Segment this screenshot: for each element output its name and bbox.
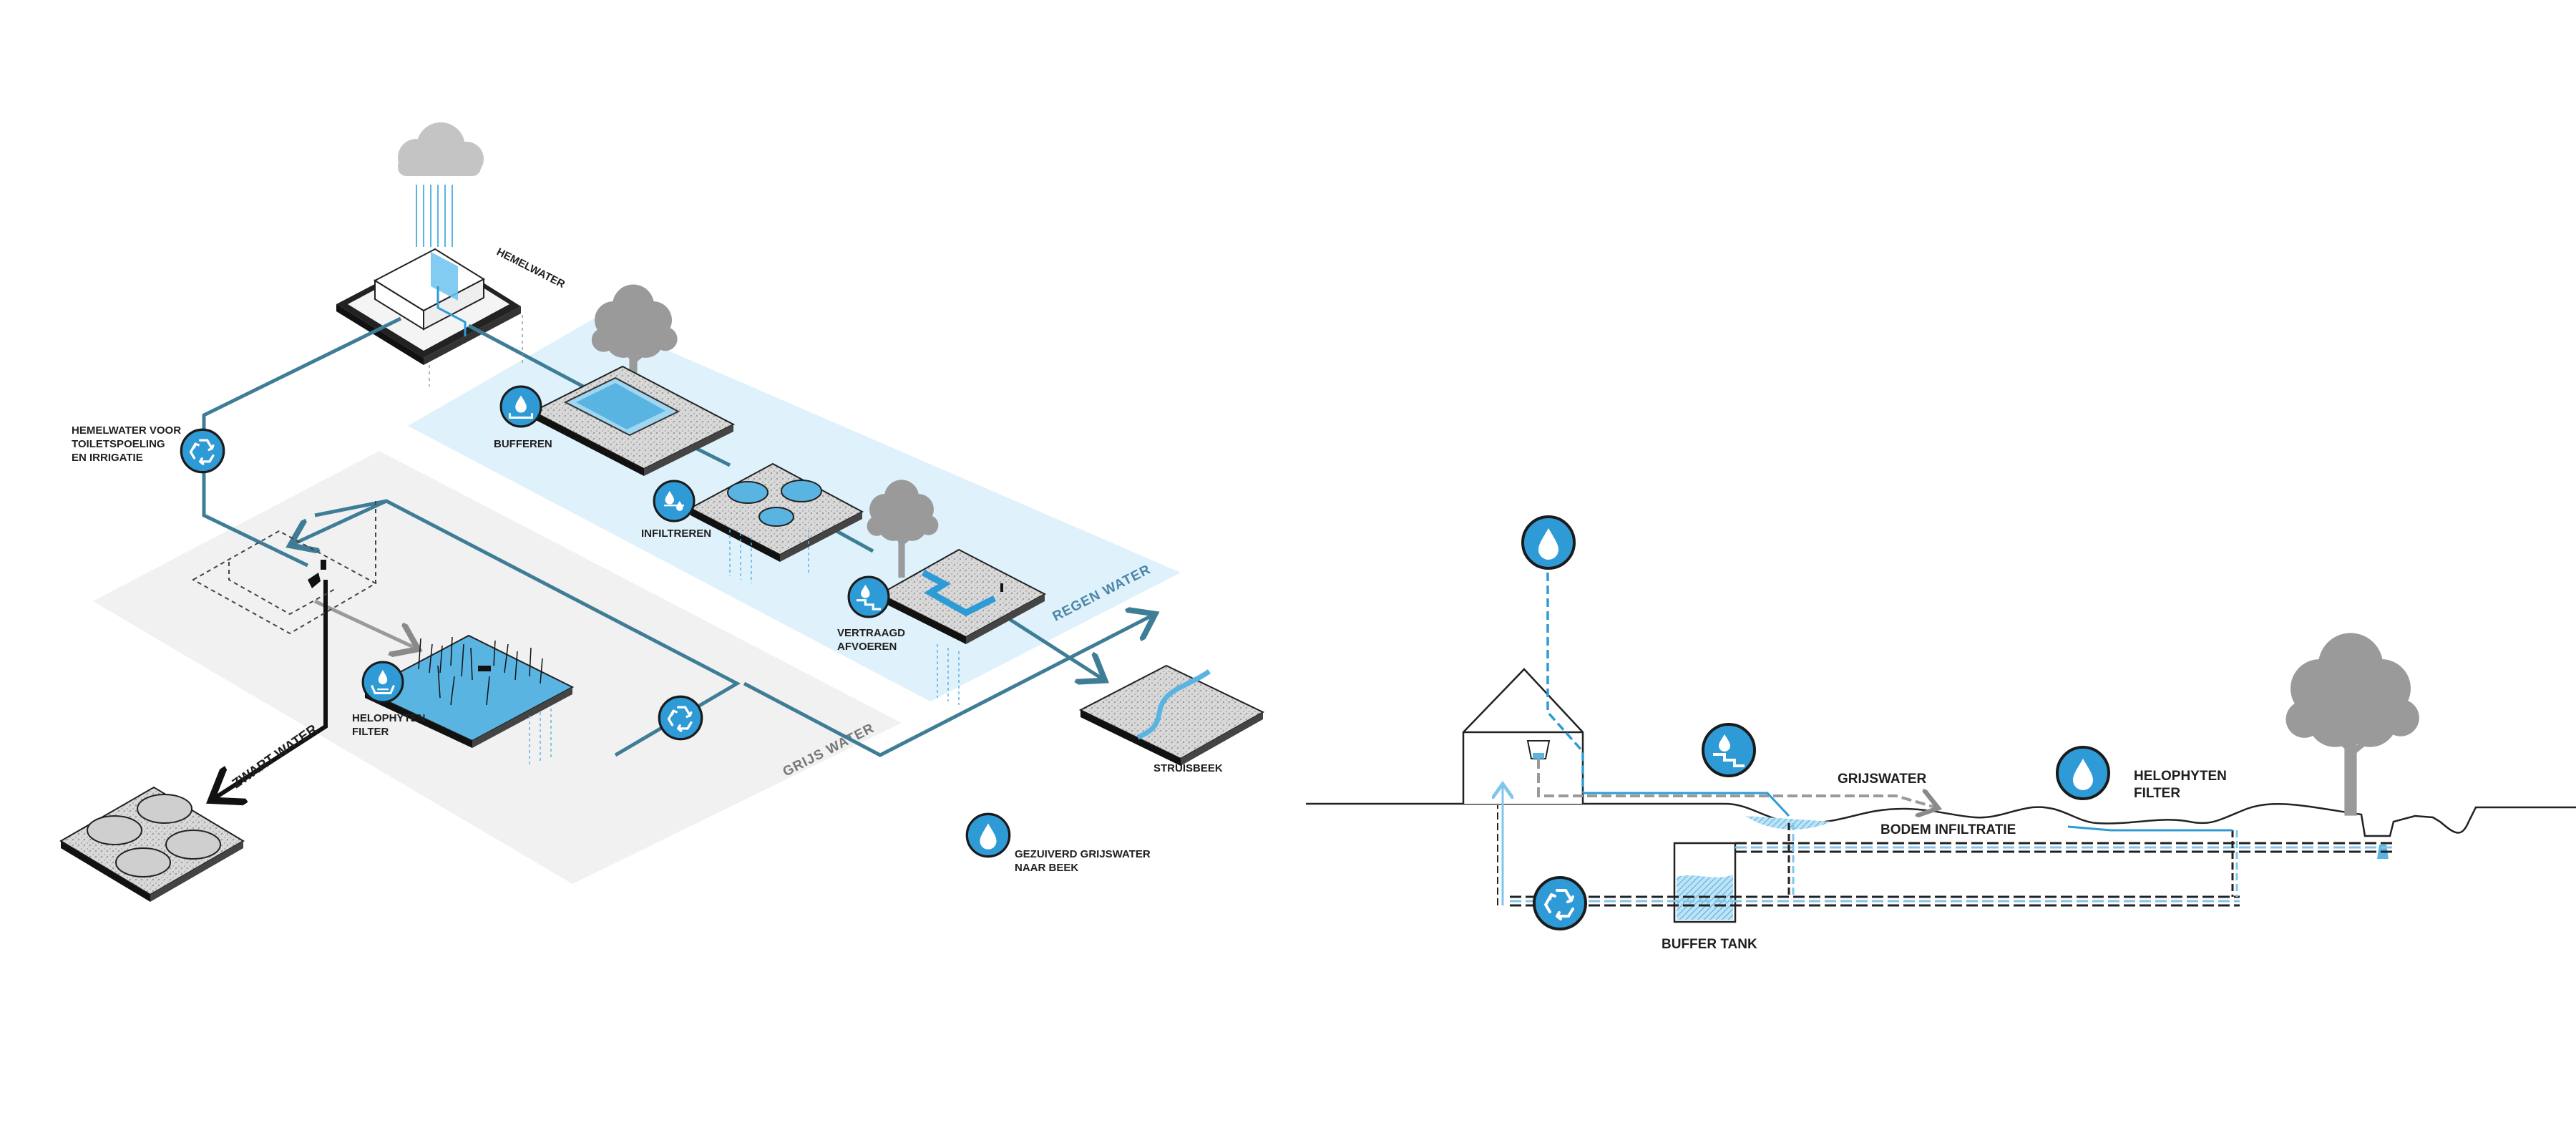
slow-drain-icon	[847, 575, 890, 618]
hemelwater-voor-label-1: HEMELWATER VOOR	[72, 424, 181, 437]
toilet-icon	[308, 560, 326, 588]
tree-icon	[2285, 633, 2419, 816]
hemelwater-voor-label-3: EN IRRIGATIE	[72, 452, 143, 464]
hemelwater-label: HEMELWATER	[494, 245, 567, 291]
hemelwater-voor-label-2: TOILETSPOELING	[72, 438, 165, 450]
buffer-tank-label: BUFFER TANK	[1662, 937, 1757, 952]
filter-icon	[361, 661, 404, 704]
recycle-icon	[658, 695, 703, 741]
house-icon	[1462, 668, 1584, 804]
recycle-icon	[180, 428, 225, 474]
vertraagd-label-1: VERTRAAGD	[837, 627, 905, 639]
helophyten-label-1: HELOPHYTEN	[352, 712, 426, 724]
helophyten-label-1: HELOPHYTEN	[2134, 769, 2227, 784]
infiltreren-label: INFILTREREN	[641, 527, 711, 540]
helophyten-label-2: FILTER	[2134, 786, 2180, 801]
bufferen-label: BUFFEREN	[494, 438, 552, 450]
gezuiverd-label-2: NAAR BEEK	[1015, 862, 1078, 874]
struisbeek-label: STRUISBEEK	[1153, 762, 1223, 774]
house-block	[336, 248, 521, 365]
infiltration-icon	[653, 480, 696, 522]
recycle-icon	[1533, 876, 1587, 930]
house-outline	[191, 501, 378, 635]
rain-cloud-icon	[398, 122, 484, 247]
slow-drain-field	[878, 548, 1047, 705]
buffer-icon	[499, 385, 542, 428]
water-drop-icon	[965, 812, 1011, 858]
zwart-water-label: ZWART WATER	[230, 721, 321, 792]
septic-tanks	[59, 786, 245, 902]
vertraagd-label-2: AFVOEREN	[837, 641, 897, 653]
buffer-tank	[1673, 842, 1737, 923]
helophyten-label-2: FILTER	[352, 726, 389, 738]
water-drop-icon	[1521, 515, 1576, 570]
bodem-infiltratie-label: BODEM INFILTRATIE	[1880, 822, 2016, 837]
helophyte-filter	[363, 634, 575, 766]
grijswater-label: GRIJSWATER	[1838, 772, 1926, 787]
struisbeek-stream	[1078, 664, 1265, 766]
gezuiverd-label-1: GEZUIVERD GRIJSWATER	[1015, 848, 1151, 860]
buffer-basin	[531, 365, 736, 476]
slow-drain-icon	[1702, 723, 1756, 777]
infiltration-field	[688, 462, 864, 583]
water-drop-icon	[2056, 746, 2110, 800]
